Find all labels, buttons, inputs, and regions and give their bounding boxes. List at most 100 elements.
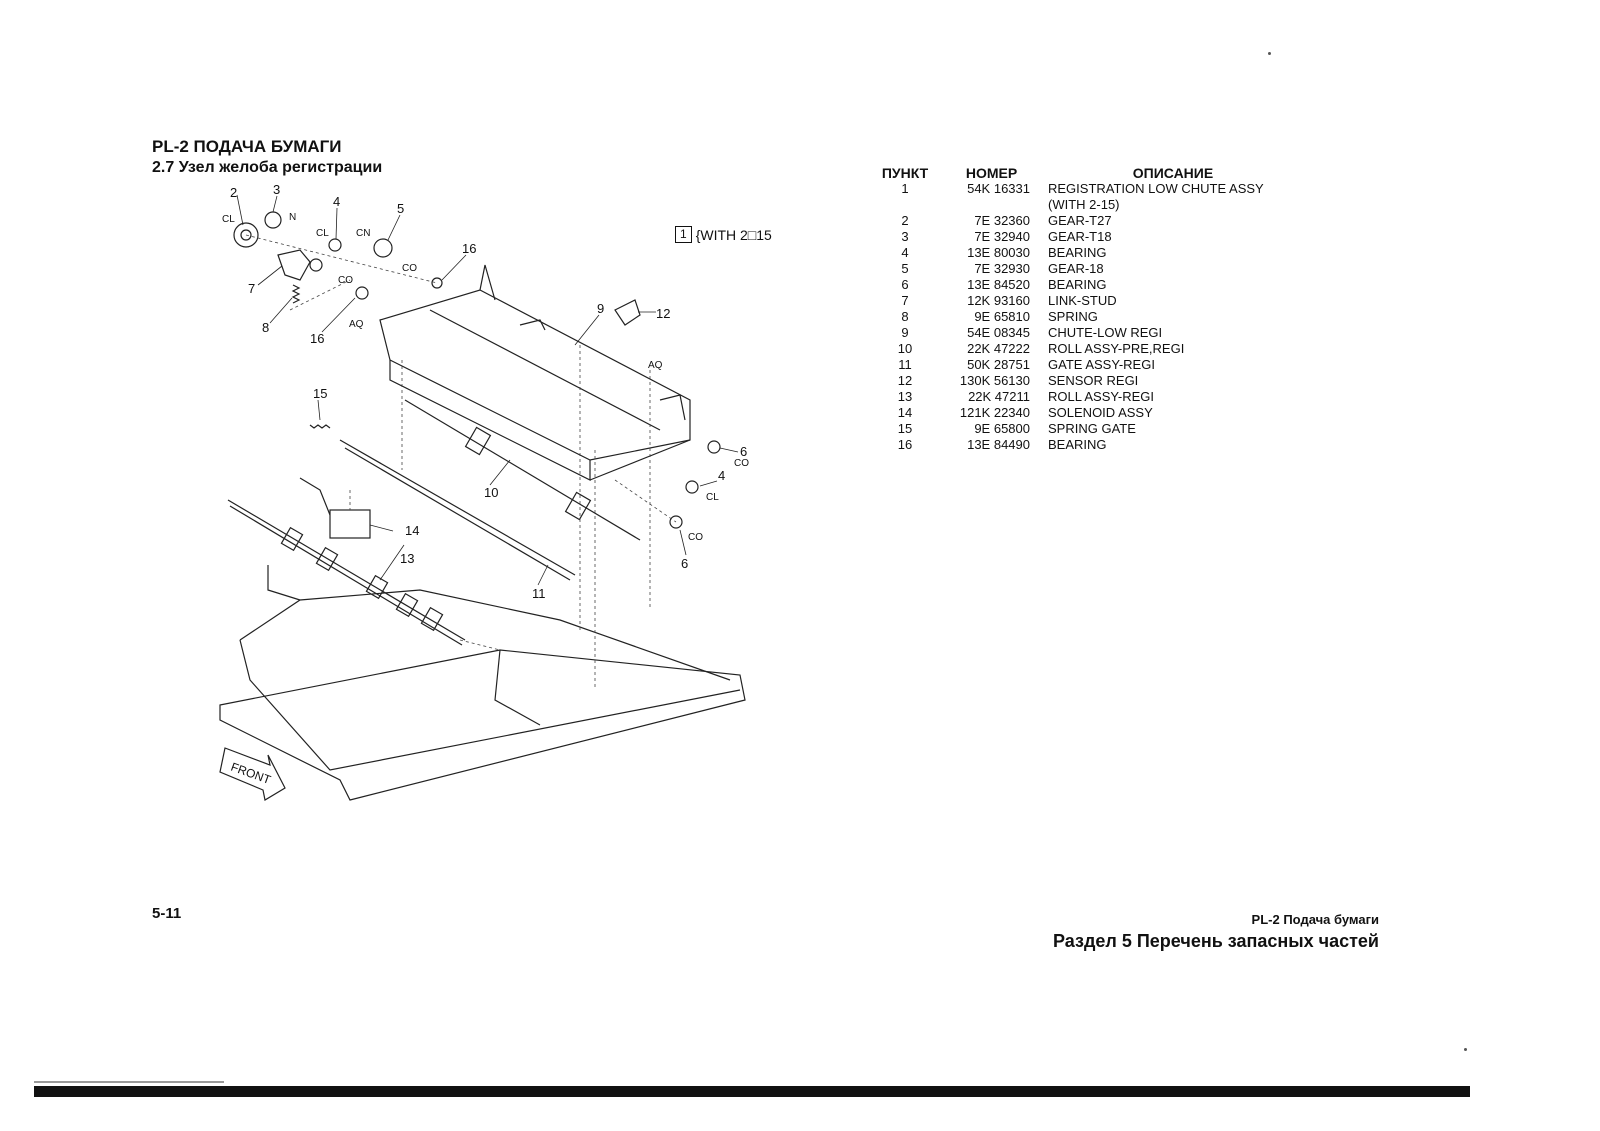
- cell-item: 10: [897, 341, 913, 356]
- cell-description: SPRING GATE: [1048, 421, 1136, 436]
- cell-description: GEAR-T18: [1048, 229, 1112, 244]
- page-subtitle: 2.7 Узел желоба регистрации: [152, 159, 383, 176]
- code-aq: AQ: [349, 319, 364, 330]
- cell-item: [875, 197, 935, 213]
- callout-3: 3: [273, 182, 280, 197]
- cell-part-number: 121K 22340: [959, 405, 1030, 420]
- cell-part-number: 13E 84490: [967, 437, 1030, 452]
- cell-item: 13: [897, 389, 913, 404]
- code-aq: AQ: [648, 360, 663, 371]
- code-co: CO: [338, 275, 353, 286]
- header-part-number: НОМЕР: [965, 165, 1018, 181]
- cell-description: LINK-STUD: [1048, 293, 1117, 308]
- scan-speck: [1268, 52, 1271, 55]
- chute-body: [379, 289, 691, 461]
- callout-5: 5: [397, 201, 404, 216]
- callout-9: 9: [597, 301, 604, 316]
- base-frame-inner: [239, 589, 731, 681]
- cell-part-number: 22K 47211: [968, 389, 1030, 404]
- cell-part-number: 9E 65800: [974, 421, 1030, 436]
- cell-description: GEAR-18: [1048, 261, 1104, 276]
- code-cl: CL: [222, 214, 235, 225]
- page-number: 5-11: [152, 905, 182, 922]
- callout-12: 12: [656, 306, 670, 321]
- cell-description: (WITH 2-15): [1048, 197, 1120, 212]
- cell-part-number: 54K 16331: [967, 181, 1030, 196]
- callout-6: 6: [740, 444, 747, 459]
- cell-item: 3: [901, 229, 909, 244]
- scan-line: [34, 1081, 224, 1083]
- callout-4: 4: [333, 194, 340, 209]
- cell-description: SPRING: [1048, 309, 1098, 324]
- callout-11: 11: [532, 586, 546, 601]
- bottom-rule: [34, 1086, 1470, 1097]
- cell-part-number: 130K 56130: [959, 373, 1030, 388]
- footer-section-large: Раздел 5 Перечень запасных частей: [1053, 931, 1379, 951]
- cell-item: 6: [901, 277, 909, 292]
- callout-8: 8: [262, 320, 269, 335]
- cell-part-number: 50K 28751: [967, 357, 1030, 372]
- table-row: 14 121K 22340 SOLENOID ASSY: [875, 405, 1298, 421]
- table-row: 10 22K 47222 ROLL ASSY-PRE,REGI: [875, 341, 1298, 357]
- callout-14: 14: [405, 523, 419, 538]
- cell-description: REGISTRATION LOW CHUTE ASSY: [1048, 181, 1264, 196]
- spring-8: [291, 284, 301, 304]
- table-row: 11 50K 28751 GATE ASSY-REGI: [875, 357, 1298, 373]
- cell-item: 12: [897, 373, 913, 388]
- table-row: (WITH 2-15): [875, 197, 1298, 213]
- code-cl: CL: [316, 228, 329, 239]
- cell-item: 11: [898, 357, 912, 372]
- cell-description: GATE ASSY-REGI: [1048, 357, 1155, 372]
- code-cl: CL: [706, 492, 719, 503]
- cell-part-number: 7E 32940: [974, 229, 1030, 244]
- cell-item: 14: [897, 405, 913, 420]
- table-header-row: ПУНКТ НОМЕР ОПИСАНИЕ: [875, 165, 1298, 181]
- kit-reference-box: 1: [675, 226, 692, 243]
- cell-description: ROLL ASSY-REGI: [1048, 389, 1154, 404]
- cell-item: 4: [901, 245, 909, 260]
- table-row: 16 13E 84490 BEARING: [875, 437, 1298, 453]
- table-row: 3 7E 32940 GEAR-T18: [875, 229, 1298, 245]
- callout-4: 4: [718, 468, 725, 483]
- gate-11: [339, 439, 576, 576]
- kit-reference-text: {WITH 2□15: [695, 226, 772, 243]
- cell-item: 2: [901, 213, 909, 228]
- cell-description: SENSOR REGI: [1048, 373, 1139, 388]
- footer-section-small: PL-2 Подача бумаги: [1251, 912, 1379, 927]
- cell-item: 8: [901, 309, 909, 324]
- table-row: 15 9E 65800 SPRING GATE: [875, 421, 1298, 437]
- callout-10: 10: [484, 485, 498, 500]
- cell-description: GEAR-T27: [1048, 213, 1112, 228]
- callout-16: 16: [310, 331, 324, 346]
- cell-item: 7: [901, 293, 909, 308]
- sensor-12: [614, 299, 641, 326]
- cell-description: ROLL ASSY-PRE,REGI: [1048, 341, 1185, 356]
- callout-7: 7: [248, 281, 255, 296]
- callout-15: 15: [313, 386, 327, 401]
- cell-description: BEARING: [1048, 437, 1107, 452]
- cell-description: BEARING: [1048, 277, 1107, 292]
- code-co: CO: [688, 532, 703, 543]
- cell-part-number: 7E 32360: [974, 213, 1030, 228]
- cell-part-number: 22K 47222: [967, 341, 1030, 356]
- code-n: N: [289, 212, 296, 223]
- cell-item: 15: [897, 421, 913, 436]
- cell-description: SOLENOID ASSY: [1048, 405, 1153, 420]
- shaft-10: [404, 399, 641, 541]
- callout-13: 13: [400, 551, 414, 566]
- code-cn: CN: [356, 228, 370, 239]
- cell-item: 16: [897, 437, 913, 452]
- callout-16: 16: [462, 241, 476, 256]
- cell-part-number: 54E 08345: [967, 325, 1030, 340]
- callout-2: 2: [230, 185, 237, 200]
- callout-6: 6: [681, 556, 688, 571]
- shaft-13: [227, 499, 466, 641]
- table-row: 12 130K 56130 SENSOR REGI: [875, 373, 1298, 389]
- header-description: ОПИСАНИЕ: [1132, 165, 1214, 181]
- front-arrow: [219, 747, 286, 801]
